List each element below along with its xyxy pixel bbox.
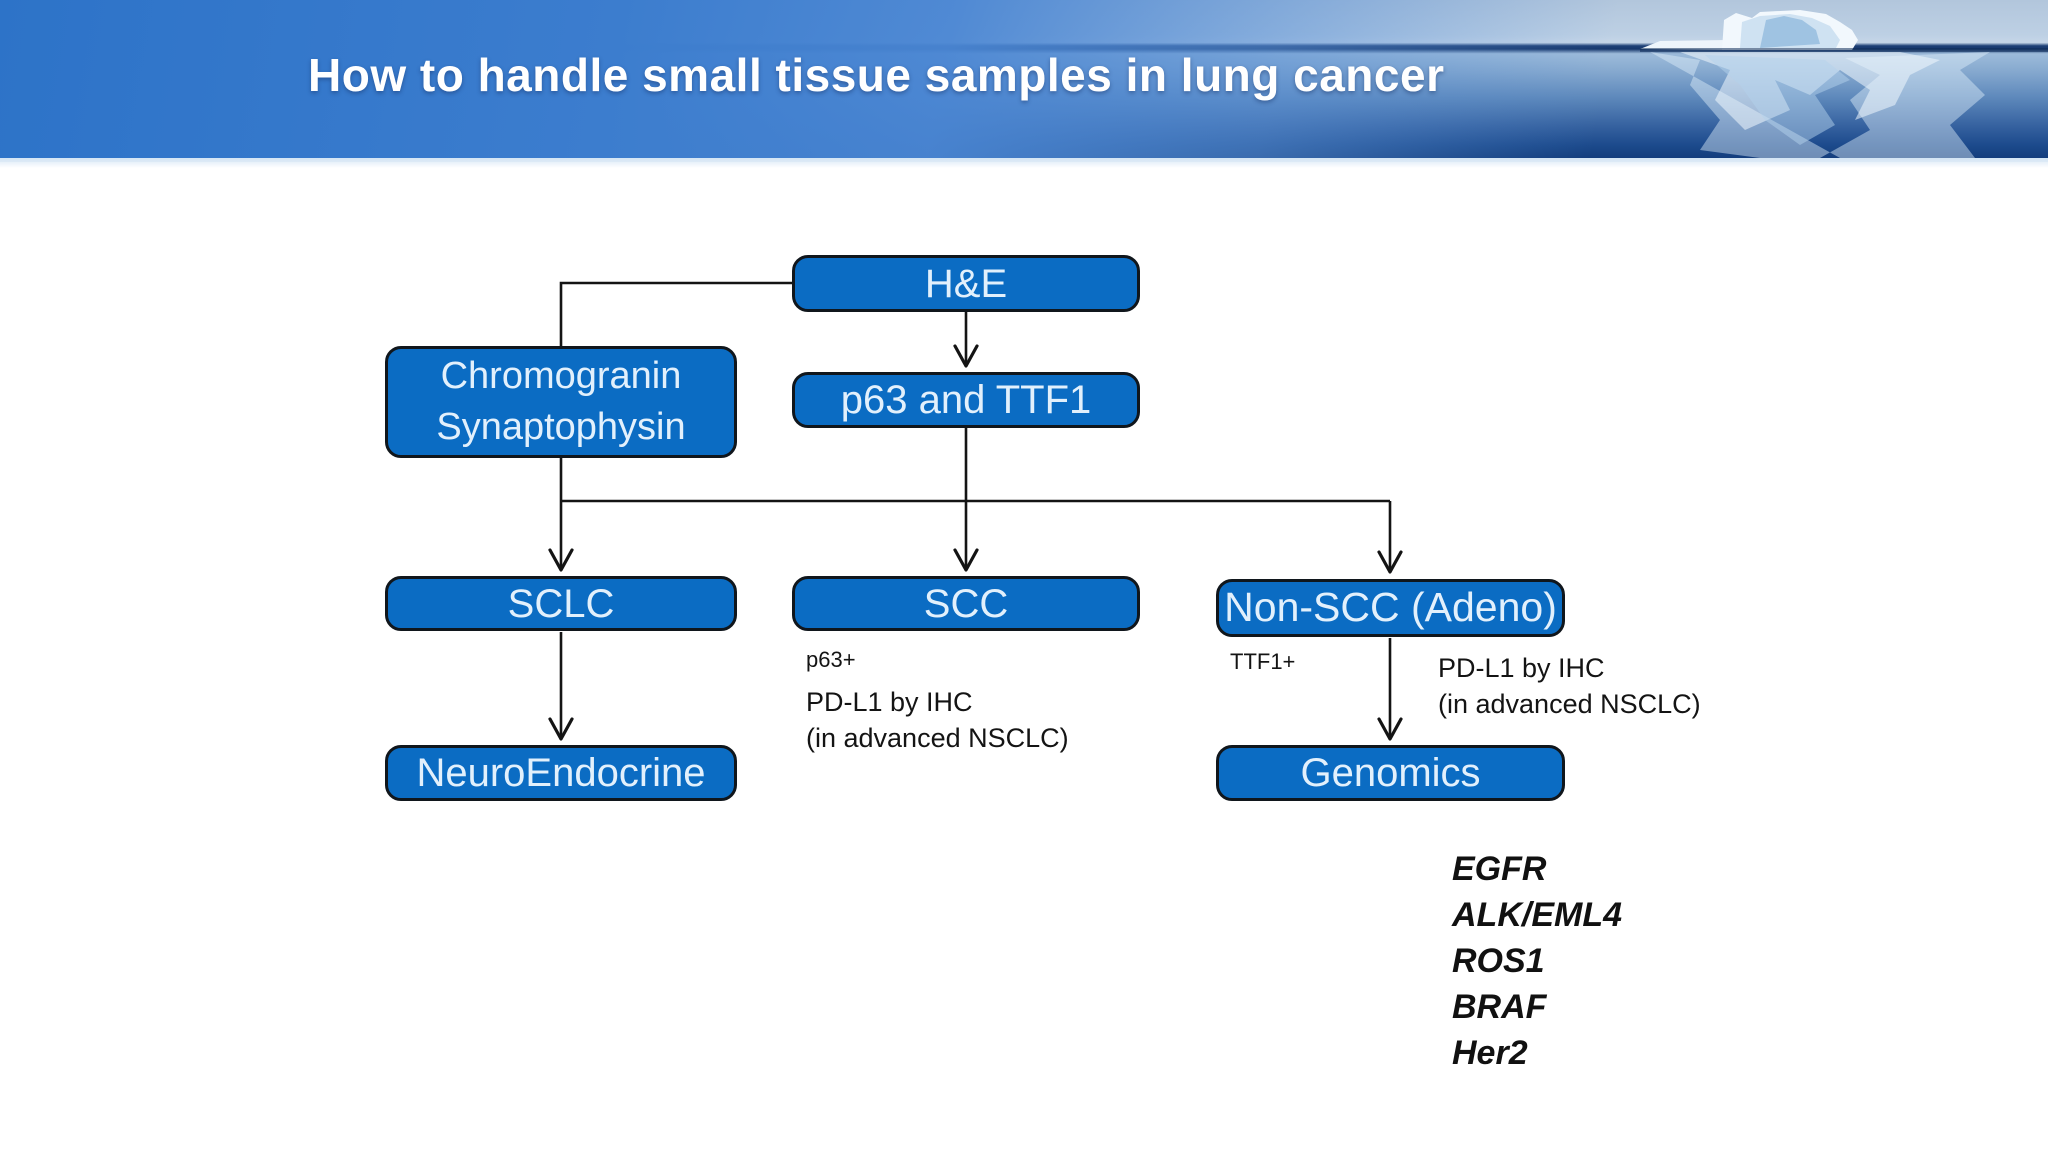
node-he: H&E [792, 255, 1140, 312]
scc-pdl1-note: PD-L1 by IHC (in advanced NSCLC) [806, 687, 1069, 753]
node-p63-ttf1: p63 and TTF1 [792, 372, 1140, 428]
node-nonscc-adeno: Non-SCC (Adeno) [1216, 579, 1565, 637]
gene-item: ALK/EML4 [1452, 896, 1622, 934]
gene-item: ROS1 [1452, 942, 1545, 980]
nonscc-pdl1-note: PD-L1 by IHC (in advanced NSCLC) [1438, 653, 1701, 719]
genomics-gene-list: EGFR ALK/EML4 ROS1 BRAF Her2 [1452, 846, 1622, 1076]
scc-marker-label: p63+ [806, 647, 856, 672]
node-scc: SCC [792, 576, 1140, 631]
node-neuroendocrine: NeuroEndocrine [385, 745, 737, 801]
gene-item: BRAF [1452, 988, 1547, 1026]
iceberg-icon [1640, 10, 2048, 158]
node-chromogranin-synaptophysin: Chromogranin Synaptophysin [385, 346, 737, 458]
nonscc-marker-label: TTF1+ [1230, 649, 1296, 674]
slide-title: How to handle small tissue samples in lu… [308, 49, 1445, 101]
gene-item: Her2 [1452, 1034, 1528, 1072]
slide-header: How to handle small tissue samples in lu… [0, 0, 2048, 168]
node-sclc: SCLC [385, 576, 737, 631]
node-genomics: Genomics [1216, 745, 1565, 801]
gene-item: EGFR [1452, 850, 1547, 888]
